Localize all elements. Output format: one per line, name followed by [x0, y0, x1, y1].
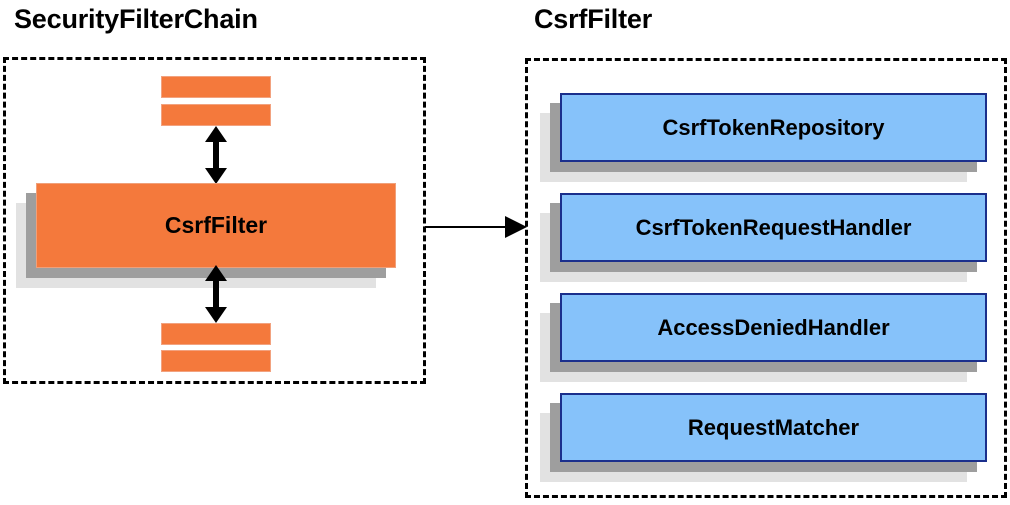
collaborator-label: CsrfTokenRepository — [560, 93, 987, 162]
double-arrow-up-icon — [205, 126, 227, 184]
security-filter-chain-panel — [3, 57, 426, 384]
filter-bar-top-2 — [161, 104, 271, 126]
collaborator-label: CsrfTokenRequestHandler — [560, 193, 987, 262]
filter-bar-bottom-2 — [161, 350, 271, 372]
csrf-filter-box-label: CsrfFilter — [36, 183, 396, 268]
collaborator-box-csrf-token-repository[interactable]: CsrfTokenRepository — [540, 93, 987, 182]
page-title-csrf-filter: CsrfFilter — [534, 4, 653, 34]
connector-arrow-icon — [425, 216, 527, 238]
collaborator-label: RequestMatcher — [560, 393, 987, 462]
double-arrow-down-icon — [205, 265, 227, 323]
filter-bar-bottom-1 — [161, 323, 271, 345]
page-title-security-filter-chain: SecurityFilterChain — [14, 4, 258, 34]
filter-bar-top-1 — [161, 76, 271, 98]
collaborator-box-access-denied-handler[interactable]: AccessDeniedHandler — [540, 293, 987, 382]
csrf-filter-box[interactable]: CsrfFilter — [16, 183, 396, 288]
collaborator-box-csrf-token-request-handler[interactable]: CsrfTokenRequestHandler — [540, 193, 987, 282]
collaborator-label: AccessDeniedHandler — [560, 293, 987, 362]
collaborator-box-request-matcher[interactable]: RequestMatcher — [540, 393, 987, 482]
csrf-filter-panel — [525, 58, 1007, 498]
